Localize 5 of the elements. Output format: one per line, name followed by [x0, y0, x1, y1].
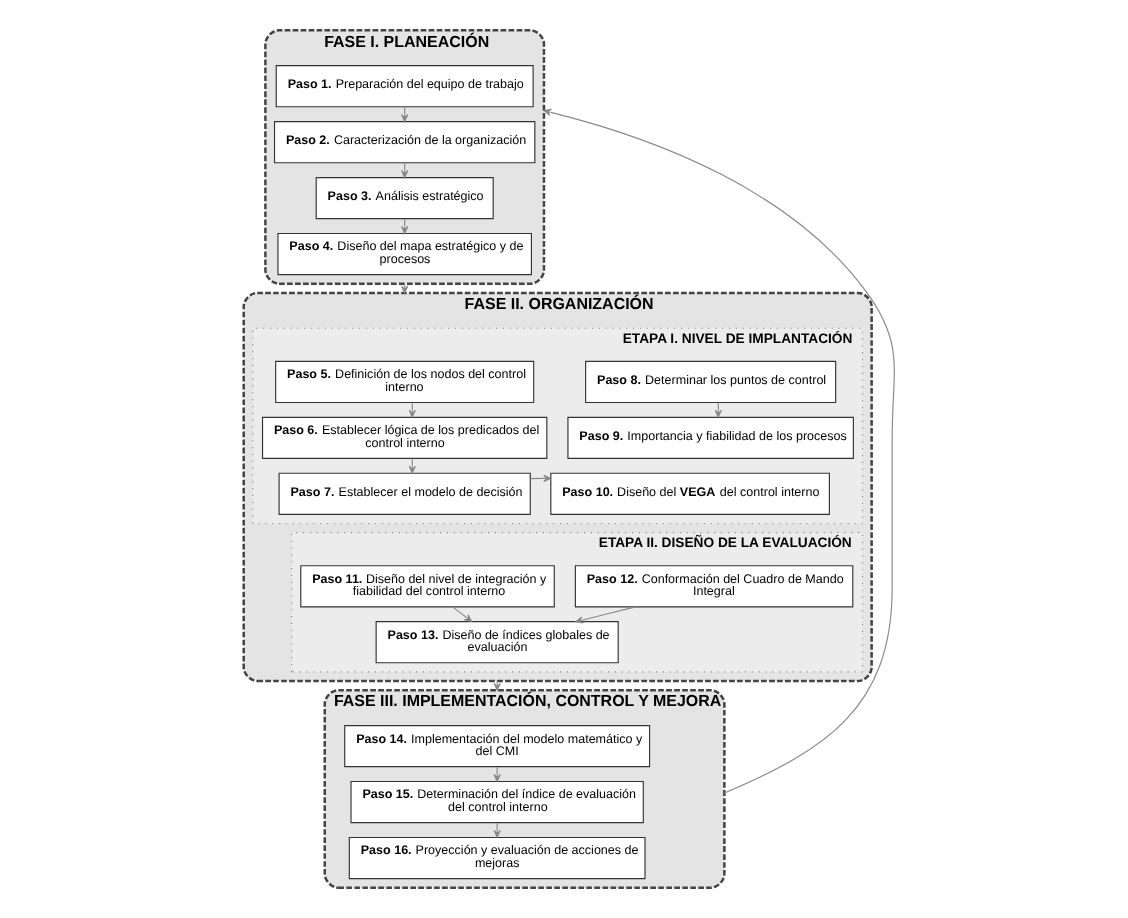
arrow — [492, 680, 500, 691]
arrow — [542, 108, 894, 794]
arrow — [451, 606, 472, 622]
arrow — [713, 402, 721, 418]
arrow — [574, 606, 636, 624]
